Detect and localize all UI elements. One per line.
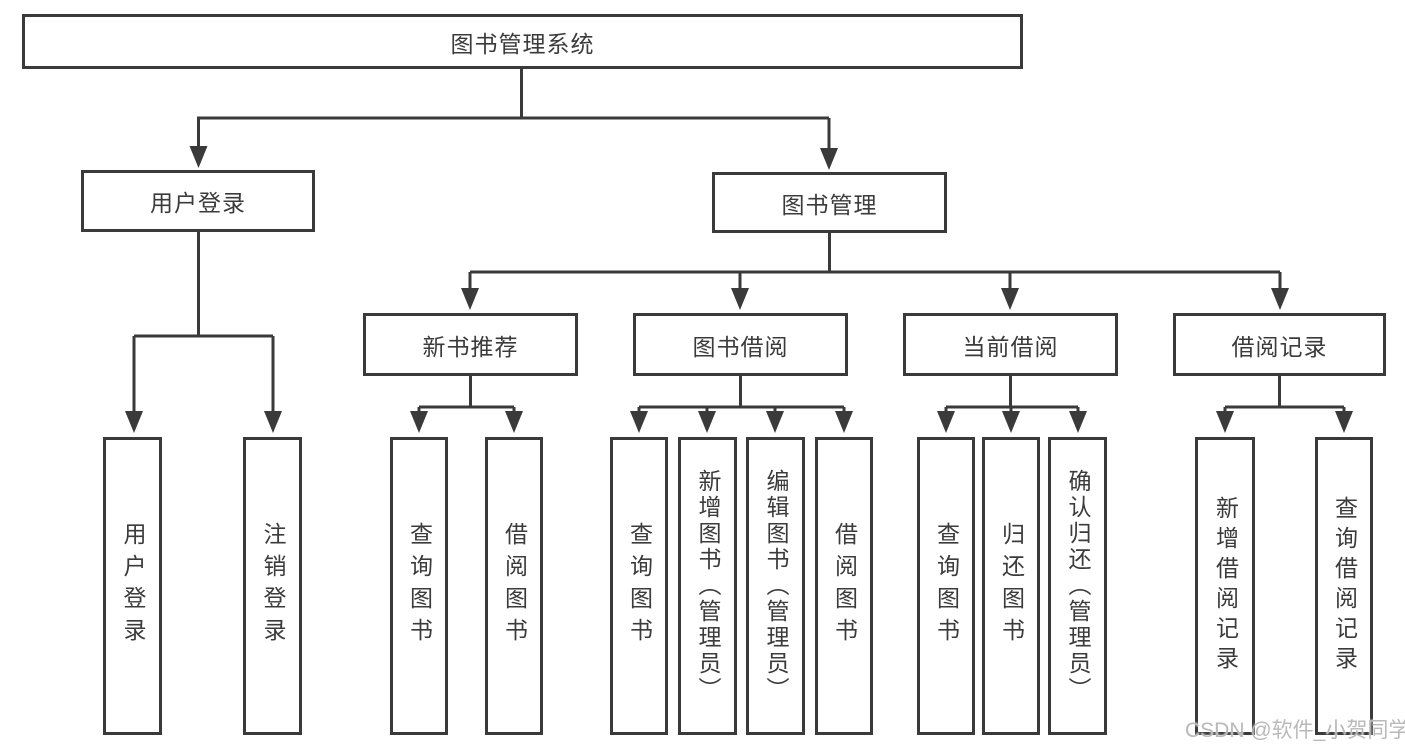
node-book-management: 图书管理	[712, 172, 947, 233]
leaf-borrow-books-borrow: 借阅图书	[815, 437, 873, 735]
node-root-library-system: 图书管理系统	[22, 14, 1023, 69]
leaf-query-books-recommend: 查询图书	[390, 437, 448, 735]
connector-current-borrow	[944, 376, 1080, 416]
arrow-icon	[766, 411, 784, 433]
node-label: 新增图书（管理员）	[695, 469, 721, 703]
arrow-icon	[1001, 288, 1019, 310]
arrowheads	[125, 146, 1353, 433]
arrow-icon	[264, 411, 282, 433]
leaf-edit-books-admin: 编辑图书（管理员）	[746, 437, 805, 735]
node-label: 当前借阅	[962, 333, 1059, 360]
node-user-login: 用户登录	[81, 170, 315, 232]
leaf-query-books-borrow: 查询图书	[610, 437, 668, 735]
connector-book-management	[468, 233, 1282, 294]
arrow-icon	[698, 411, 716, 433]
arrow-icon	[835, 411, 853, 433]
leaf-logout: 注销登录	[243, 437, 302, 735]
connector-new-book-recommend	[417, 376, 516, 416]
arrow-icon	[1069, 411, 1087, 433]
node-label: 查询图书	[626, 522, 653, 650]
leaf-add-books-admin: 新增图书（管理员）	[678, 437, 737, 735]
node-label: 查询图书	[406, 522, 433, 650]
node-current-borrow: 当前借阅	[903, 313, 1118, 376]
node-label: 借阅图书	[831, 522, 858, 650]
arrow-icon	[630, 411, 648, 433]
arrow-icon	[461, 288, 479, 310]
connector-borrow-records	[1223, 376, 1346, 416]
node-new-book-recommend: 新书推荐	[363, 313, 578, 376]
arrow-icon	[937, 411, 955, 433]
node-label: 查询借阅记录	[1331, 496, 1358, 676]
leaf-query-borrow-record: 查询借阅记录	[1315, 437, 1373, 735]
leaf-confirm-return-admin: 确认归还（管理员）	[1048, 437, 1107, 735]
arrow-icon	[189, 146, 208, 168]
leaf-add-borrow-record: 新增借阅记录	[1195, 437, 1255, 735]
leaf-user-login: 用户登录	[103, 437, 162, 735]
node-label: 确认归还（管理员）	[1065, 469, 1091, 703]
leaf-return-books: 归还图书	[982, 437, 1040, 735]
arrow-icon	[1271, 288, 1289, 310]
node-label: 借阅记录	[1231, 333, 1328, 360]
node-label: 归还图书	[998, 522, 1025, 650]
arrow-icon	[1216, 411, 1234, 433]
node-label: 用户登录	[120, 522, 146, 650]
arrow-icon	[410, 411, 428, 433]
node-label: 图书管理	[781, 191, 878, 218]
node-book-borrow: 图书借阅	[633, 313, 848, 376]
node-borrow-records: 借阅记录	[1173, 313, 1386, 376]
arrow-icon	[1002, 411, 1020, 433]
arrow-icon	[731, 288, 749, 310]
node-label: 图书借阅	[692, 333, 789, 360]
node-label: 注销登录	[260, 522, 286, 650]
connector-book-borrow	[637, 376, 846, 416]
node-label: 图书管理系统	[450, 30, 595, 57]
leaf-borrow-books-recommend: 借阅图书	[485, 437, 543, 735]
arrow-icon	[505, 411, 523, 433]
node-label: 新增借阅记录	[1212, 496, 1239, 676]
arrow-icon	[820, 148, 838, 170]
node-label: 新书推荐	[422, 333, 519, 360]
node-label: 查询图书	[933, 522, 960, 650]
node-label: 用户登录	[150, 190, 246, 216]
watermark-text: CSDN @软件_小贺同学	[1185, 719, 1405, 742]
node-label: 借阅图书	[501, 522, 528, 650]
node-label: 编辑图书（管理员）	[763, 469, 789, 703]
connector-user-login	[132, 232, 275, 416]
connector-root	[197, 68, 831, 152]
arrow-icon	[1335, 411, 1353, 433]
leaf-query-books-current: 查询图书	[917, 437, 975, 735]
arrow-icon	[125, 411, 143, 433]
